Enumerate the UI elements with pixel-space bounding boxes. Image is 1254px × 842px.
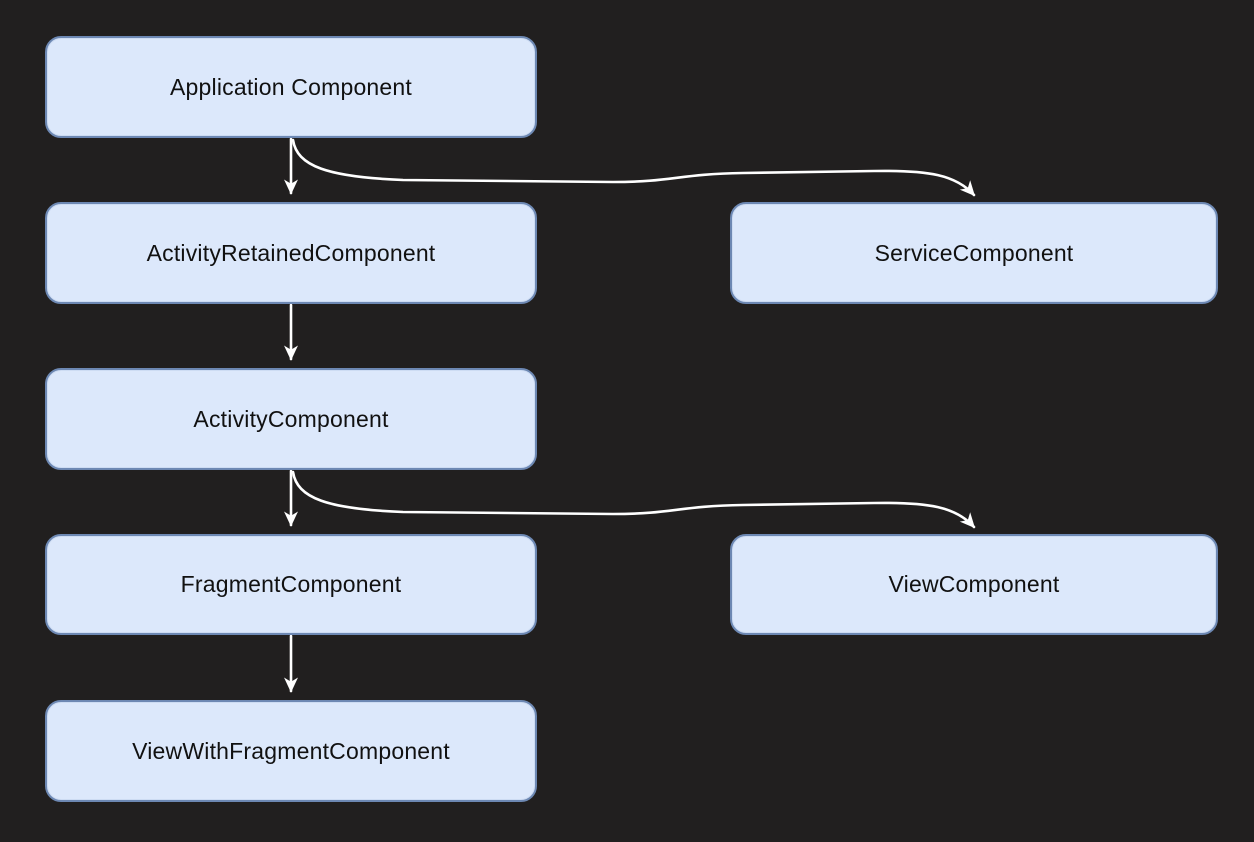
node-label: ViewWithFragmentComponent <box>132 737 450 764</box>
node-label: ActivityRetainedComponent <box>146 239 436 266</box>
edge-activity-to-view[interactable] <box>291 470 976 529</box>
node-fragment[interactable]: FragmentComponent <box>45 534 537 635</box>
node-view[interactable]: ViewComponent <box>730 534 1218 635</box>
node-activity-retained[interactable]: ActivityRetainedComponent <box>45 202 537 304</box>
node-label: ActivityComponent <box>193 405 389 432</box>
node-label: Application Component <box>169 73 413 100</box>
node-view-with-fragment[interactable]: ViewWithFragmentComponent <box>45 700 537 802</box>
node-service[interactable]: ServiceComponent <box>730 202 1218 304</box>
node-application[interactable]: Application Component <box>45 36 537 138</box>
node-label: ViewComponent <box>888 571 1060 597</box>
edge-application-to-service[interactable] <box>291 138 976 197</box>
node-label: FragmentComponent <box>180 571 402 597</box>
node-label: ServiceComponent <box>874 239 1074 266</box>
node-activity[interactable]: ActivityComponent <box>45 368 537 470</box>
